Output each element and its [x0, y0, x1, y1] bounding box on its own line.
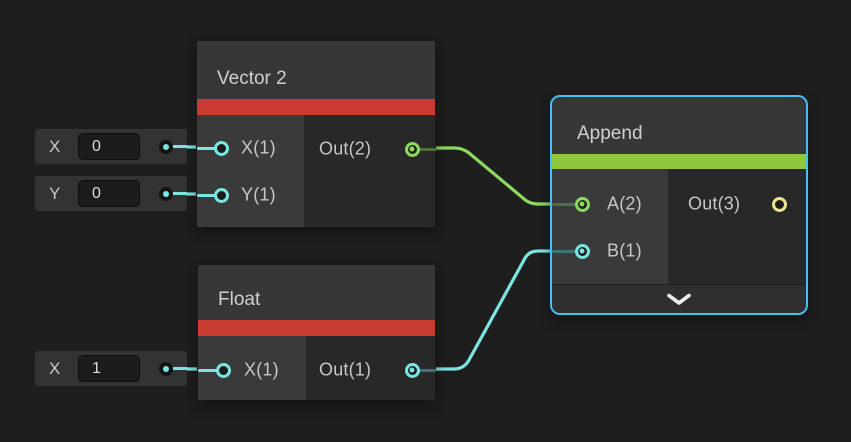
wire-stub [552, 249, 582, 253]
edge-vector2-out-to-append-a[interactable] [416, 146, 564, 206]
wire-stub [412, 368, 436, 372]
wire-stub [166, 145, 187, 148]
node-title: Float [198, 265, 435, 320]
port-connected-dot [579, 248, 585, 254]
port-label: Out(1) [319, 359, 372, 380]
node-collapse-button[interactable] [552, 284, 806, 313]
connector-dot-icon [159, 362, 173, 376]
port-label: Out(2) [319, 138, 372, 159]
port-append-a-input[interactable] [574, 196, 590, 212]
port-label: A(2) [607, 193, 642, 214]
chevron-down-icon [667, 293, 691, 305]
node-body: A(2) B(1) Out(3) [552, 169, 806, 284]
wire-stub [552, 202, 582, 206]
wire-stub [166, 367, 187, 370]
vector2-x-default-widget: X [35, 129, 187, 164]
port-label: B(1) [607, 240, 642, 261]
node-title: Append [552, 97, 806, 154]
node-accent-bar [197, 99, 435, 115]
vector2-x-value-field[interactable] [78, 133, 140, 160]
node-body: X(1) Y(1) Out(2) [197, 115, 437, 227]
wire-stub [197, 193, 221, 197]
port-label: X(1) [241, 137, 276, 158]
connector-dot-icon [159, 187, 173, 201]
node-vector2[interactable]: Vector 2 X(1) Y(1) Out(2) [196, 40, 437, 228]
wire-stub [166, 192, 187, 195]
node-accent-bar [198, 320, 435, 336]
node-title: Vector 2 [197, 41, 435, 99]
field-label: X [49, 136, 61, 156]
port-float-x-input[interactable] [215, 362, 231, 378]
port-vector2-y-input[interactable] [213, 187, 229, 203]
port-append-b-input[interactable] [574, 243, 590, 259]
vector2-y-value-field[interactable] [78, 180, 140, 207]
port-connected-dot [579, 201, 585, 207]
node-body: X(1) Out(1) [198, 336, 436, 400]
port-label: Y(1) [241, 184, 276, 205]
port-vector2-out-output[interactable] [404, 141, 420, 157]
wire-stub [197, 146, 221, 150]
port-append-out-output[interactable] [771, 196, 787, 212]
wire-stub [198, 368, 223, 372]
input-column [552, 169, 668, 284]
input-column [197, 115, 304, 227]
node-append-selected[interactable]: Append A(2) B(1) Out(3) [550, 95, 808, 315]
edge-float-out-to-append-b[interactable] [416, 249, 564, 371]
node-float[interactable]: Float X(1) Out(1) [197, 264, 436, 401]
port-label: X(1) [244, 359, 279, 380]
node-title-label: Vector 2 [217, 68, 287, 89]
port-vector2-x-input[interactable] [213, 140, 229, 156]
port-connected-dot [409, 146, 415, 152]
port-label: Out(3) [688, 193, 741, 214]
port-connected-dot [409, 367, 415, 373]
connector-dot-icon [159, 140, 173, 154]
node-accent-bar [552, 154, 806, 169]
vector2-y-default-widget: Y [35, 176, 187, 211]
float-x-value-field[interactable] [78, 355, 140, 382]
port-float-out-output[interactable] [404, 362, 420, 378]
field-label: Y [49, 183, 61, 203]
wire-stub [412, 147, 437, 151]
node-title-label: Append [577, 123, 643, 144]
field-label: X [49, 358, 61, 378]
node-title-label: Float [218, 289, 261, 310]
float-x-default-widget: X [35, 351, 187, 386]
